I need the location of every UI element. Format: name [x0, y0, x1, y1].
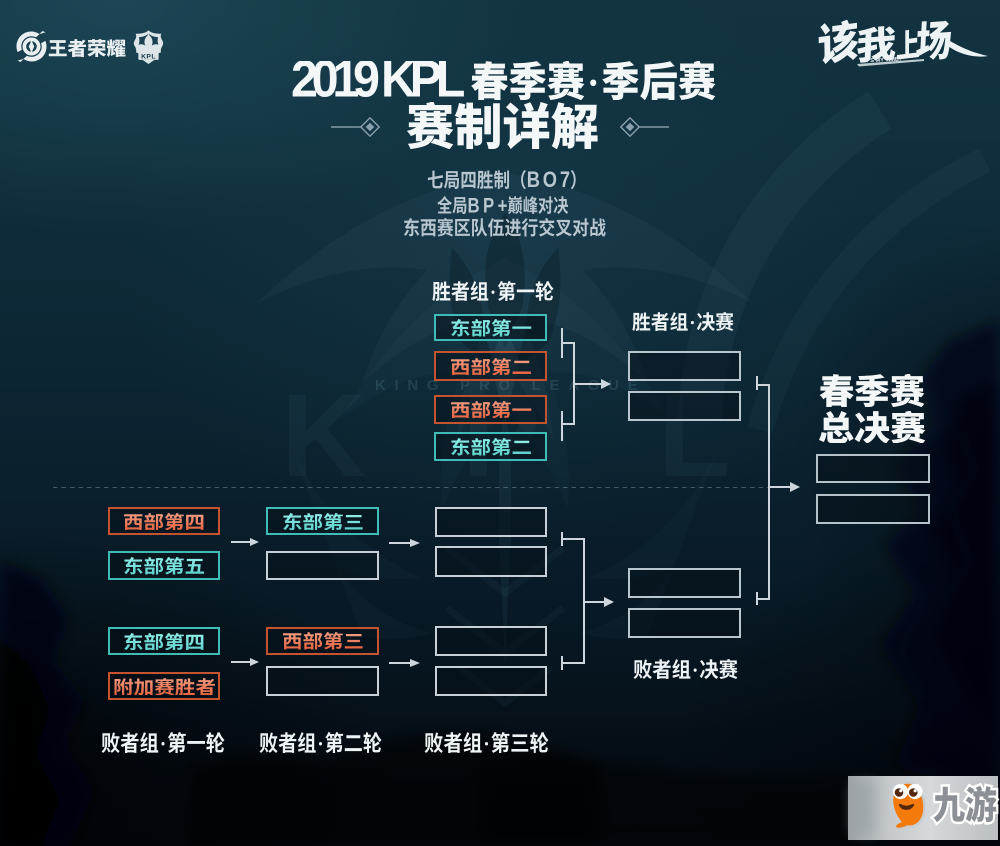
- svg-text:BO7: BO7: [527, 170, 570, 189]
- svg-text:BP+: BP+: [467, 196, 507, 214]
- svg-text:2019 KPL: 2019 KPL: [291, 61, 465, 100]
- svg-text:KPL: KPL: [141, 53, 156, 60]
- svg-text:IT'S MY TIME?: IT'S MY TIME?: [864, 56, 903, 64]
